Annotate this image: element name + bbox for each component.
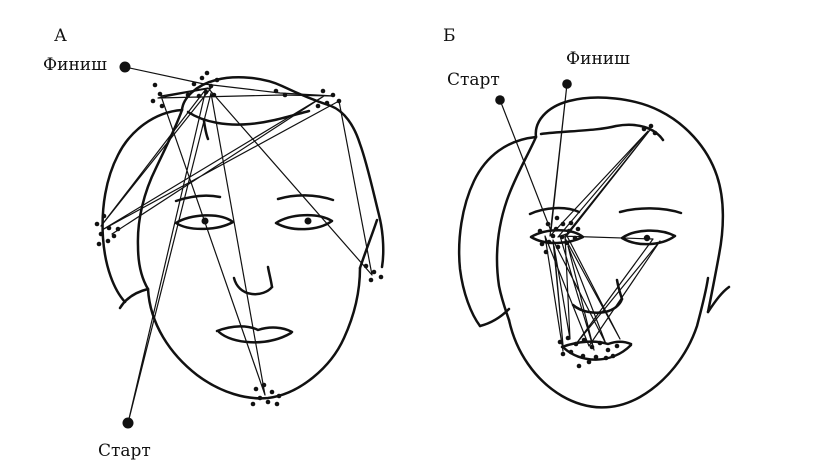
- panel-a-finish-label: Финиш: [43, 55, 107, 75]
- panel-a-scanpath: [100, 66, 373, 424]
- panel-a-cluster-left: [94, 213, 121, 247]
- panel-a-start-label: Старт: [98, 441, 151, 461]
- panel-a-start-point: [122, 417, 134, 429]
- panel-b-cluster-left-eye: [537, 215, 581, 255]
- panel-a-cluster-right: [363, 263, 384, 283]
- panel-b-fixation-clusters: [495, 79, 658, 369]
- panel-a-cluster-hair-top: [273, 88, 288, 98]
- panel-a-cluster-top-right: [315, 88, 342, 109]
- panel-b-cluster-forehead: [641, 123, 658, 136]
- panel-b-letter: Б: [443, 26, 456, 46]
- panel-b-finish-label: Финиш: [566, 49, 630, 69]
- panel-b-cluster-mouth: [557, 335, 620, 369]
- panel-b-start-label: Старт: [447, 70, 500, 90]
- panel-a-cluster-chin: [250, 382, 282, 407]
- panel-a-finish-point: [119, 61, 131, 73]
- panel-a-letter: А: [54, 26, 67, 46]
- panel-b-start-point: [495, 95, 505, 105]
- panel-a-cluster-top-left: [150, 82, 165, 109]
- panel-a-cluster-top: [185, 70, 220, 99]
- panel-b-finish-point: [562, 79, 572, 89]
- panel-b-face: [457, 96, 731, 409]
- panel-a-fixation-clusters: [94, 61, 384, 429]
